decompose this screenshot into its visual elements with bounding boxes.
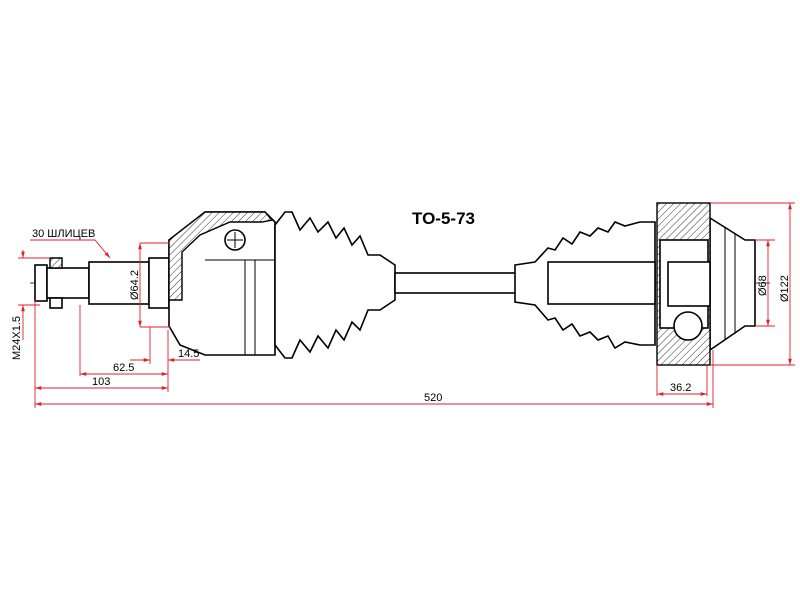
part-number: TO-5-73: [412, 209, 475, 228]
shaft-diameter-label: Ø64.2: [129, 270, 141, 300]
inner-tripod-joint: [656, 202, 756, 366]
dim-14-5: 14.5: [178, 348, 199, 360]
dim-520: 520: [424, 392, 442, 404]
dimensions: 30 ШЛИЦЕВ M24X1.5 Ø64.2 14.5 62.5 103: [11, 202, 795, 408]
dim-36-2: 36.2: [670, 382, 691, 394]
outer-cv-joint: [168, 211, 276, 356]
splines-label: 30 ШЛИЦЕВ: [32, 228, 95, 240]
dim-diameter-68: Ø68: [757, 275, 769, 296]
dim-diameter-122: Ø122: [779, 275, 791, 302]
dim-62-5: 62.5: [113, 362, 134, 374]
outer-stub: [34, 257, 170, 309]
dim-103: 103: [92, 376, 110, 388]
axle-shaft: [394, 272, 521, 294]
outer-boot: [274, 211, 396, 359]
thread-label: M24X1.5: [11, 316, 23, 360]
